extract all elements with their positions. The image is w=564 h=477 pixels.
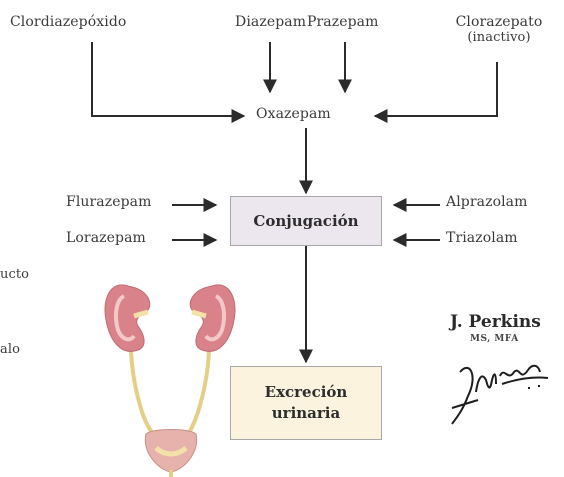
excretion-box: Excreción urinaria bbox=[230, 366, 382, 440]
arrow-clordiazepoxido-oxazepam bbox=[92, 42, 244, 116]
label-flurazepam: Flurazepam bbox=[66, 194, 152, 210]
artist-name: J. Perkins bbox=[450, 312, 541, 332]
label-clorazepato-status: (inactivo) bbox=[440, 30, 558, 45]
right-kidney-icon bbox=[190, 285, 235, 351]
label-clorazepato: Clorazepato (inactivo) bbox=[440, 14, 558, 45]
cutoff-text-2: alo bbox=[0, 342, 20, 357]
conjugation-box: Conjugación bbox=[230, 196, 382, 246]
label-lorazepam: Lorazepam bbox=[66, 230, 146, 246]
label-oxazepam: Oxazepam bbox=[256, 106, 331, 122]
excretion-label-line1: Excreción bbox=[265, 382, 348, 403]
excretion-label-line2: urinaria bbox=[272, 403, 340, 424]
arrow-clorazepato-oxazepam bbox=[375, 62, 497, 116]
cutoff-text-1: ucto bbox=[0, 267, 29, 282]
label-triazolam: Triazolam bbox=[446, 230, 518, 246]
label-prazepam: Prazepam bbox=[307, 14, 379, 30]
label-clorazepato-name: Clorazepato bbox=[440, 14, 558, 30]
left-kidney-icon bbox=[105, 285, 150, 351]
conjugation-label: Conjugación bbox=[253, 212, 358, 230]
label-diazepam: Diazepam bbox=[235, 14, 305, 30]
urinary-tract-illustration bbox=[105, 285, 235, 477]
artist-credentials: MS, MFA bbox=[470, 334, 519, 344]
label-alprazolam: Alprazolam bbox=[446, 194, 528, 210]
bladder-icon bbox=[145, 430, 196, 473]
signature-scrawl-icon bbox=[452, 366, 548, 424]
label-clordiazepoxido: Clordiazepóxido bbox=[10, 14, 126, 30]
